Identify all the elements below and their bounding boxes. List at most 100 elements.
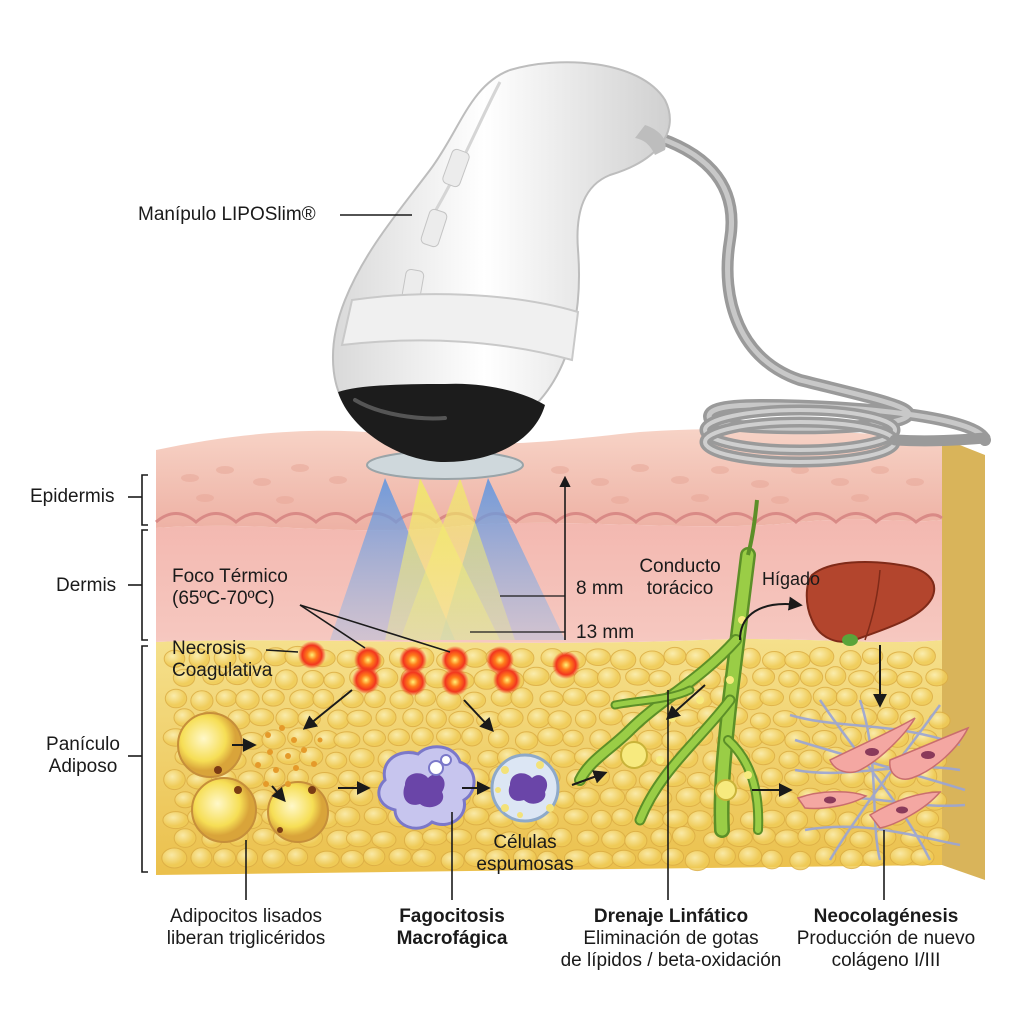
fat-cell: [510, 687, 534, 709]
depth-indicator: [470, 475, 571, 640]
device-band: [340, 293, 580, 362]
fat-cell: [334, 806, 361, 828]
foam-cell-nucleus: [508, 773, 548, 804]
fat-cell: [889, 691, 911, 710]
fat-cell-texture: [161, 645, 951, 872]
focus-dot: [493, 666, 521, 694]
arrow-to-foam: [463, 699, 494, 733]
fat-cell: [611, 849, 637, 868]
caption-neocol-title: Neocolagénesis: [813, 906, 959, 927]
fat-cell: [348, 786, 374, 807]
fat-cell: [761, 849, 783, 870]
fat-cell: [789, 687, 812, 709]
fat-cell: [261, 848, 286, 869]
fat-cell: [686, 772, 712, 790]
fat-cell: [362, 729, 386, 748]
fat-cell: [547, 710, 572, 730]
fat-cell: [448, 710, 475, 729]
fat-cell: [301, 670, 325, 689]
caption-drenaje-line1: Eliminación de gotas: [583, 928, 759, 949]
depth-13mm-label: 13 mm: [576, 622, 635, 643]
macrophage-cell: [377, 745, 476, 830]
fat-cell: [164, 688, 188, 709]
fat-cell: [402, 708, 424, 728]
caption-adipocitos-line1: Adipocitos lisados: [169, 906, 323, 927]
arrow-lymph-inner: [665, 684, 706, 720]
fat-cell: [323, 671, 345, 690]
caption-leaders: [245, 690, 885, 900]
thermal-focus-points: [298, 641, 580, 696]
device-button: [442, 148, 470, 188]
fat-cell: [687, 810, 713, 832]
foco-termico-label: Foco Térmico (65ºC-70ºC): [172, 566, 288, 610]
device-body: [332, 61, 671, 437]
fat-cell: [311, 772, 339, 789]
necrosis-line2: Coagulativa: [172, 660, 273, 681]
dermis-label: Dermis: [56, 575, 117, 596]
fat-cell: [286, 847, 309, 867]
fat-cell: [162, 811, 190, 830]
focus-dot: [399, 668, 427, 696]
fat-cell: [624, 830, 648, 851]
arrow-to-lymph: [571, 770, 608, 786]
handpiece-device: [332, 61, 671, 480]
caption-neocol-line1: Producción de nuevo: [796, 928, 976, 949]
fat-cell: [289, 689, 316, 709]
caption-drenaje-title: Drenaje Linfático: [593, 906, 749, 927]
fat-cell: [752, 667, 776, 687]
fat-cell: [371, 831, 397, 849]
fat-cell: [487, 728, 510, 749]
celulas-line2: espumosas: [476, 854, 574, 875]
fat-cell: [797, 826, 821, 846]
fat-cell: [497, 708, 524, 728]
triglyceride-droplets: [247, 725, 323, 787]
foco-termico-line1: Foco Térmico: [172, 566, 288, 587]
fat-cell: [910, 848, 935, 866]
fat-cell: [527, 708, 551, 729]
focus-dot: [441, 668, 469, 696]
fat-cell: [876, 706, 899, 726]
fat-cell: [202, 668, 225, 686]
fat-cell: [925, 668, 949, 687]
fat-cell: [261, 729, 286, 750]
fat-cell: [403, 830, 425, 851]
fat-cell: [526, 828, 550, 847]
bracket-dermis: [141, 529, 148, 641]
fat-cell: [327, 709, 350, 730]
fibroblasts: [796, 717, 970, 829]
fibroblast: [829, 717, 916, 773]
fat-cell: [562, 687, 587, 706]
fat-cell: [671, 826, 696, 847]
fat-cell: [772, 710, 798, 728]
foam-cell: [490, 753, 560, 823]
fat-cell: [639, 650, 665, 671]
foco-termico-line2: (65ºC-70ºC): [172, 588, 275, 609]
fat-cell: [861, 647, 884, 665]
fat-cell: [550, 827, 573, 848]
fat-cell: [252, 827, 277, 846]
caption-fagocitosis-line1: Fagocitosis: [399, 906, 505, 927]
fat-cell: [287, 727, 313, 748]
fat-cell: [839, 848, 864, 870]
fat-cell: [190, 690, 214, 712]
fat-cell: [913, 646, 936, 666]
fat-cell: [248, 708, 275, 727]
fat-cell: [238, 647, 263, 666]
liver-organ: [805, 561, 936, 646]
fat-cell: [814, 846, 837, 867]
fat-cell: [761, 767, 783, 787]
fat-cell: [774, 829, 801, 848]
necrosis-leader: [265, 649, 299, 653]
device-button: [420, 208, 448, 248]
fat-cell: [799, 667, 824, 687]
fat-cell: [674, 709, 701, 727]
caption-fagocitosis: Fagocitosis Macrofágica: [368, 906, 536, 950]
fat-cell: [362, 847, 386, 867]
device-cable: [644, 129, 991, 468]
fat-cell: [637, 847, 663, 866]
fat-cell: [212, 848, 237, 868]
caption-fagocitosis-line2: Macrofágica: [396, 928, 508, 949]
fat-cell: [809, 646, 835, 667]
fat-cell: [537, 727, 564, 747]
fat-cell: [345, 829, 372, 848]
